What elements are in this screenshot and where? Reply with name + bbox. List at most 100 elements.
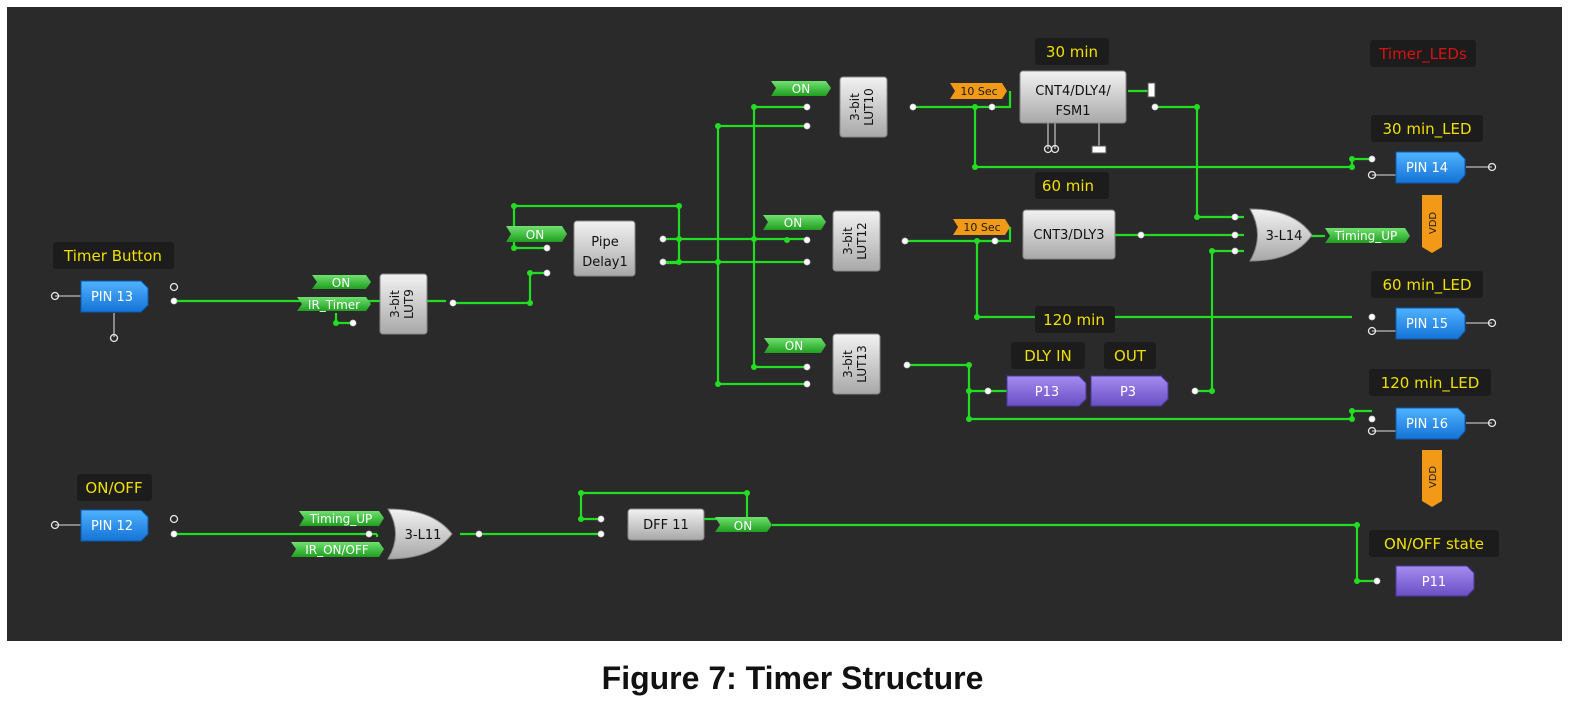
junction-dot: [715, 123, 721, 129]
lut12-line2: LUT12: [855, 222, 869, 259]
port: [803, 380, 811, 388]
junction-dot: [676, 236, 682, 242]
port: [803, 236, 811, 244]
port: [1151, 103, 1159, 111]
label-dly-in: DLY IN: [1024, 347, 1072, 365]
port: [909, 103, 917, 111]
open-port: [169, 282, 179, 292]
pin-13[interactable]: PIN 13: [80, 280, 149, 313]
virtual-pin-p13[interactable]: P13: [1006, 375, 1087, 407]
pin-14-label: PIN 14: [1406, 161, 1448, 176]
port: [543, 269, 551, 277]
open-port: [1487, 318, 1497, 328]
junction-dot: [715, 381, 721, 387]
virtual-pin-p3-label: P3: [1120, 385, 1136, 400]
open-port: [169, 514, 179, 524]
port: [1368, 155, 1376, 163]
virtual-pin-p11[interactable]: P11: [1395, 565, 1475, 597]
pipe-delay-line1: Pipe: [591, 235, 618, 250]
lut10-block[interactable]: 3-bit LUT10: [839, 76, 888, 138]
pin-15-label: PIN 15: [1406, 317, 1448, 332]
junction-dot: [974, 314, 980, 320]
dff-11-block[interactable]: DFF 11: [627, 508, 705, 541]
tag-10-sec-cnt3: 10 Sec: [953, 219, 1010, 235]
port: [1137, 231, 1145, 239]
tag-on-lut12: ON: [763, 215, 826, 230]
open-port: [1367, 170, 1377, 180]
junction-dot: [511, 203, 517, 209]
label-120-min: 120 min: [1043, 311, 1105, 329]
port: [543, 244, 551, 252]
label-120-min-led: 120 min_LED: [1381, 374, 1480, 393]
port: [803, 103, 811, 111]
label-timer-leds: Timer_LEDs: [1378, 45, 1467, 64]
lut13-block[interactable]: 3-bit LUT13: [832, 333, 881, 395]
junction-dot: [511, 245, 517, 251]
open-port: [1367, 426, 1377, 436]
pin-12[interactable]: PIN 12: [80, 509, 149, 542]
label-timer-button: Timer Button: [63, 247, 162, 265]
port: [1231, 247, 1239, 255]
figure-caption: Figure 7: Timer Structure: [601, 660, 984, 696]
or-gate-l14[interactable]: 3-L14: [1249, 208, 1313, 262]
port: [349, 319, 357, 327]
port: [659, 258, 667, 266]
label-out: OUT: [1114, 347, 1147, 365]
pin-15[interactable]: PIN 15: [1395, 307, 1466, 340]
pipe-delay-block[interactable]: Pipe Delay1: [573, 220, 636, 277]
port: [903, 361, 911, 369]
junction-dot: [966, 416, 972, 422]
junction-dot: [1209, 248, 1215, 254]
port: [988, 103, 996, 111]
cnt3-block[interactable]: CNT3/DLY3: [1022, 209, 1116, 260]
wires: [174, 89, 1377, 583]
junction-dot: [527, 300, 533, 306]
open-port: [1487, 162, 1497, 172]
junction-dot: [972, 164, 978, 170]
junction-dot: [974, 238, 980, 244]
junction-dot: [751, 364, 757, 370]
port: [1373, 577, 1381, 585]
wire: [772, 523, 1377, 583]
tag-ir-on-off: IR_ON/OFF: [291, 542, 384, 557]
lut9-block[interactable]: 3-bit LUT9: [379, 273, 428, 335]
port: [597, 530, 605, 538]
pin-13-label: PIN 13: [91, 290, 133, 305]
wire: [453, 271, 547, 305]
wire: [1195, 249, 1244, 393]
cnt4-block[interactable]: CNT4/DLY4/ FSM1: [1019, 70, 1156, 154]
port: [170, 530, 178, 538]
lut9-line1: 3-bit: [388, 290, 402, 318]
dff-11-label: DFF 11: [643, 518, 689, 533]
junction-dot: [744, 490, 750, 496]
junction-dot: [751, 236, 757, 242]
junction-dot: [715, 259, 721, 265]
pin-14[interactable]: PIN 14: [1395, 151, 1466, 184]
junction-dot: [784, 237, 790, 243]
virtual-pin-p3[interactable]: P3: [1090, 375, 1169, 407]
or-gate-l11[interactable]: 3-L11: [387, 508, 453, 560]
schematic-canvas[interactable]: Timer Button ON/OFF 30 min 60 min 120 mi…: [7, 7, 1562, 641]
wire: [1155, 105, 1244, 219]
port: [1368, 313, 1376, 321]
tag-10-sec-cnt4: 10 Sec: [950, 83, 1007, 99]
port: [1368, 415, 1376, 423]
port: [365, 530, 373, 538]
junction-dot: [676, 203, 682, 209]
lut12-block[interactable]: 3-bit LUT12: [832, 210, 881, 272]
junction-dot: [1349, 164, 1355, 170]
ports: [50, 103, 1497, 585]
port: [659, 235, 667, 243]
lut13-line1: 3-bit: [841, 350, 855, 378]
label-on-off: ON/OFF: [85, 479, 142, 497]
open-port: [50, 520, 60, 530]
tag-on-lut9-label: ON: [332, 276, 350, 290]
port: [803, 363, 811, 371]
pin-16[interactable]: PIN 16: [1395, 407, 1466, 440]
tag-on-lut13: ON: [764, 338, 826, 353]
port: [597, 515, 605, 523]
tag-on-pipe: ON: [506, 226, 567, 242]
cnt3-label: CNT3/DLY3: [1033, 228, 1104, 243]
open-port: [50, 291, 60, 301]
port: [1191, 387, 1199, 395]
